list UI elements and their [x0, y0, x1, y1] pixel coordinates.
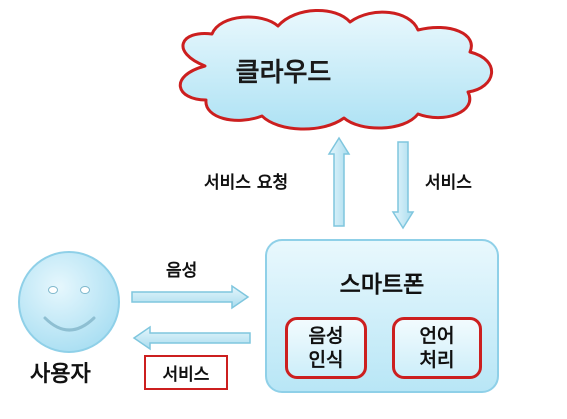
- module-line: 처리: [419, 349, 455, 371]
- module-line: 언어: [419, 325, 455, 347]
- request-up-arrow: [327, 136, 351, 227]
- service-down-arrow: [391, 141, 415, 230]
- voice-right-arrow: [131, 284, 250, 310]
- user-face-icon: [18, 251, 120, 353]
- smartphone-label: 스마트폰: [339, 272, 425, 298]
- cloud-shape: [178, 9, 493, 131]
- request-label: 서비스 요청: [204, 173, 289, 193]
- service-down-label: 서비스: [425, 173, 472, 193]
- cloud-label: 클라우드: [235, 58, 332, 88]
- service-left-arrow: [132, 325, 251, 351]
- speech-recognition-module: 음성 인식: [285, 317, 367, 379]
- module-line: 인식: [308, 349, 344, 371]
- user-label: 사용자: [30, 362, 91, 387]
- language-processing-module: 언어 처리: [392, 317, 482, 379]
- service-box: 서비스: [144, 355, 228, 390]
- module-line: 음성: [308, 325, 344, 347]
- voice-label: 음성: [166, 261, 198, 281]
- service-box-label: 서비스: [162, 365, 210, 385]
